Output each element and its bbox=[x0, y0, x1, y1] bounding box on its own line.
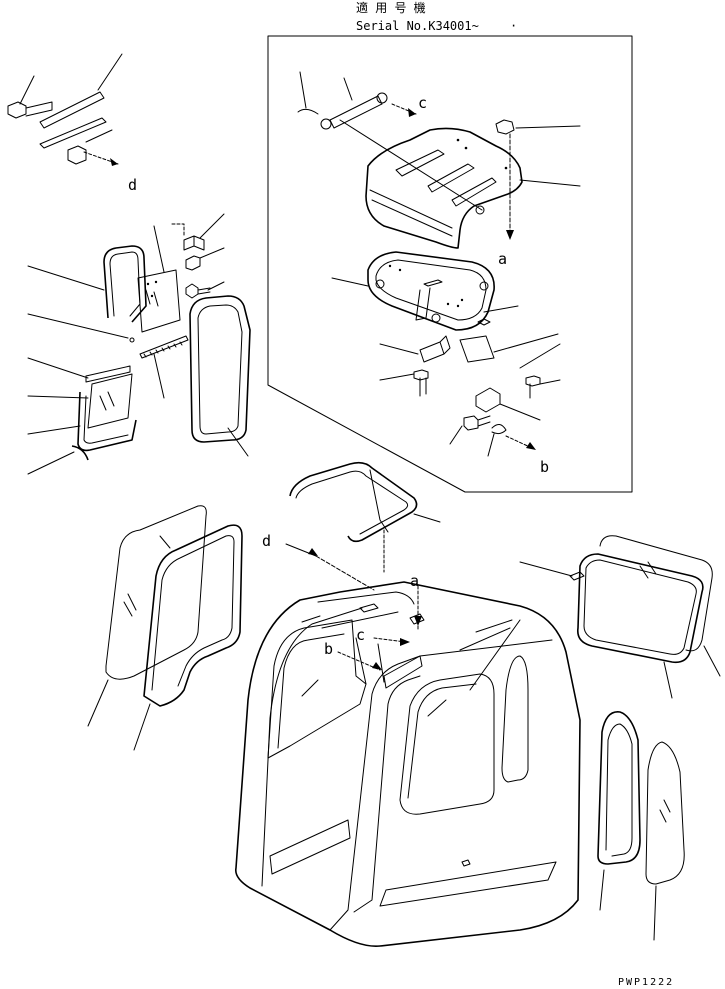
callout-b-bottom: b bbox=[324, 640, 333, 658]
drawing-number: PWP1222 bbox=[618, 977, 674, 988]
callout-c-bottom: c bbox=[356, 626, 365, 644]
roof-assembly-frame bbox=[267, 35, 633, 493]
callout-b-top: b bbox=[540, 458, 549, 476]
applicable-model-label: 適 用 号 機 bbox=[356, 0, 426, 15]
rear-window-and-seal bbox=[519, 535, 721, 699]
callout-a-bottom: a bbox=[410, 572, 419, 590]
cab-frame bbox=[234, 461, 581, 947]
callout-c-top: c bbox=[418, 94, 427, 112]
side-window-and-seal bbox=[597, 711, 685, 941]
callout-a-top: a bbox=[498, 250, 507, 268]
door-glass-and-seal bbox=[87, 505, 243, 751]
serial-number-label: Serial No.K34001~ bbox=[356, 19, 479, 33]
serial-dot: · bbox=[510, 19, 517, 33]
bracket-assembly-top-left bbox=[7, 53, 123, 166]
callout-d-top: d bbox=[128, 176, 137, 194]
callout-d-bottom: d bbox=[262, 532, 271, 550]
roof-assembly bbox=[297, 71, 581, 457]
door-window-parts bbox=[27, 213, 251, 475]
